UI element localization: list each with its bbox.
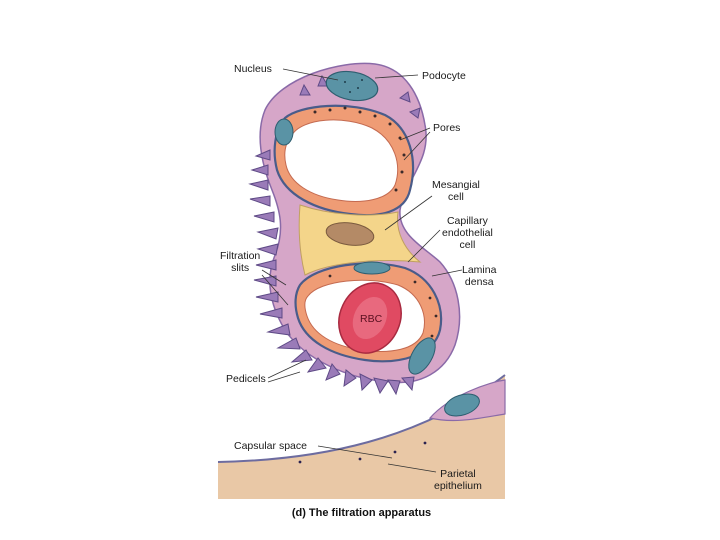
- pores-group: [313, 106, 406, 192]
- label-pores: Pores: [433, 122, 461, 134]
- parietal-nucleus: [444, 393, 480, 417]
- pedicels-group: [248, 149, 415, 396]
- label-rbc: RBC: [360, 313, 383, 325]
- label-parietal-epithelium: Parietal epithelium: [434, 468, 482, 492]
- mesangial-nucleus: [325, 222, 375, 246]
- figure-caption: (d) The filtration apparatus: [291, 507, 432, 519]
- label-nucleus: Nucleus: [234, 63, 272, 75]
- label-capillary-endothelial-cell: Capillary endothelial cell: [442, 215, 493, 251]
- parietal-dots-group: [298, 441, 427, 464]
- podocyte-nucleus: [325, 70, 379, 102]
- label-capsular-space: Capsular space: [234, 440, 307, 452]
- label-mesangial-cell: Mesangial cell: [432, 179, 480, 203]
- rbc-center: [352, 296, 388, 340]
- pedicels-top-group: [299, 74, 421, 119]
- lower-podocyte-nucleus: [408, 337, 436, 375]
- label-filtration-slits: Filtration slits: [220, 250, 261, 274]
- upper-capillary-lumen: [284, 119, 399, 202]
- leader-lines: [261, 68, 463, 473]
- parietal-epithelium: [218, 375, 505, 499]
- label-pedicels: Pedicels: [226, 373, 266, 385]
- label-podocyte: Podocyte: [422, 70, 466, 82]
- left-podocyte-nucleus: [274, 118, 294, 146]
- label-lamina-densa: Lamina densa: [462, 264, 497, 288]
- nucleus-dots: [344, 79, 363, 93]
- endothelial-nucleus: [353, 261, 391, 275]
- lower-pores-group: [328, 274, 438, 338]
